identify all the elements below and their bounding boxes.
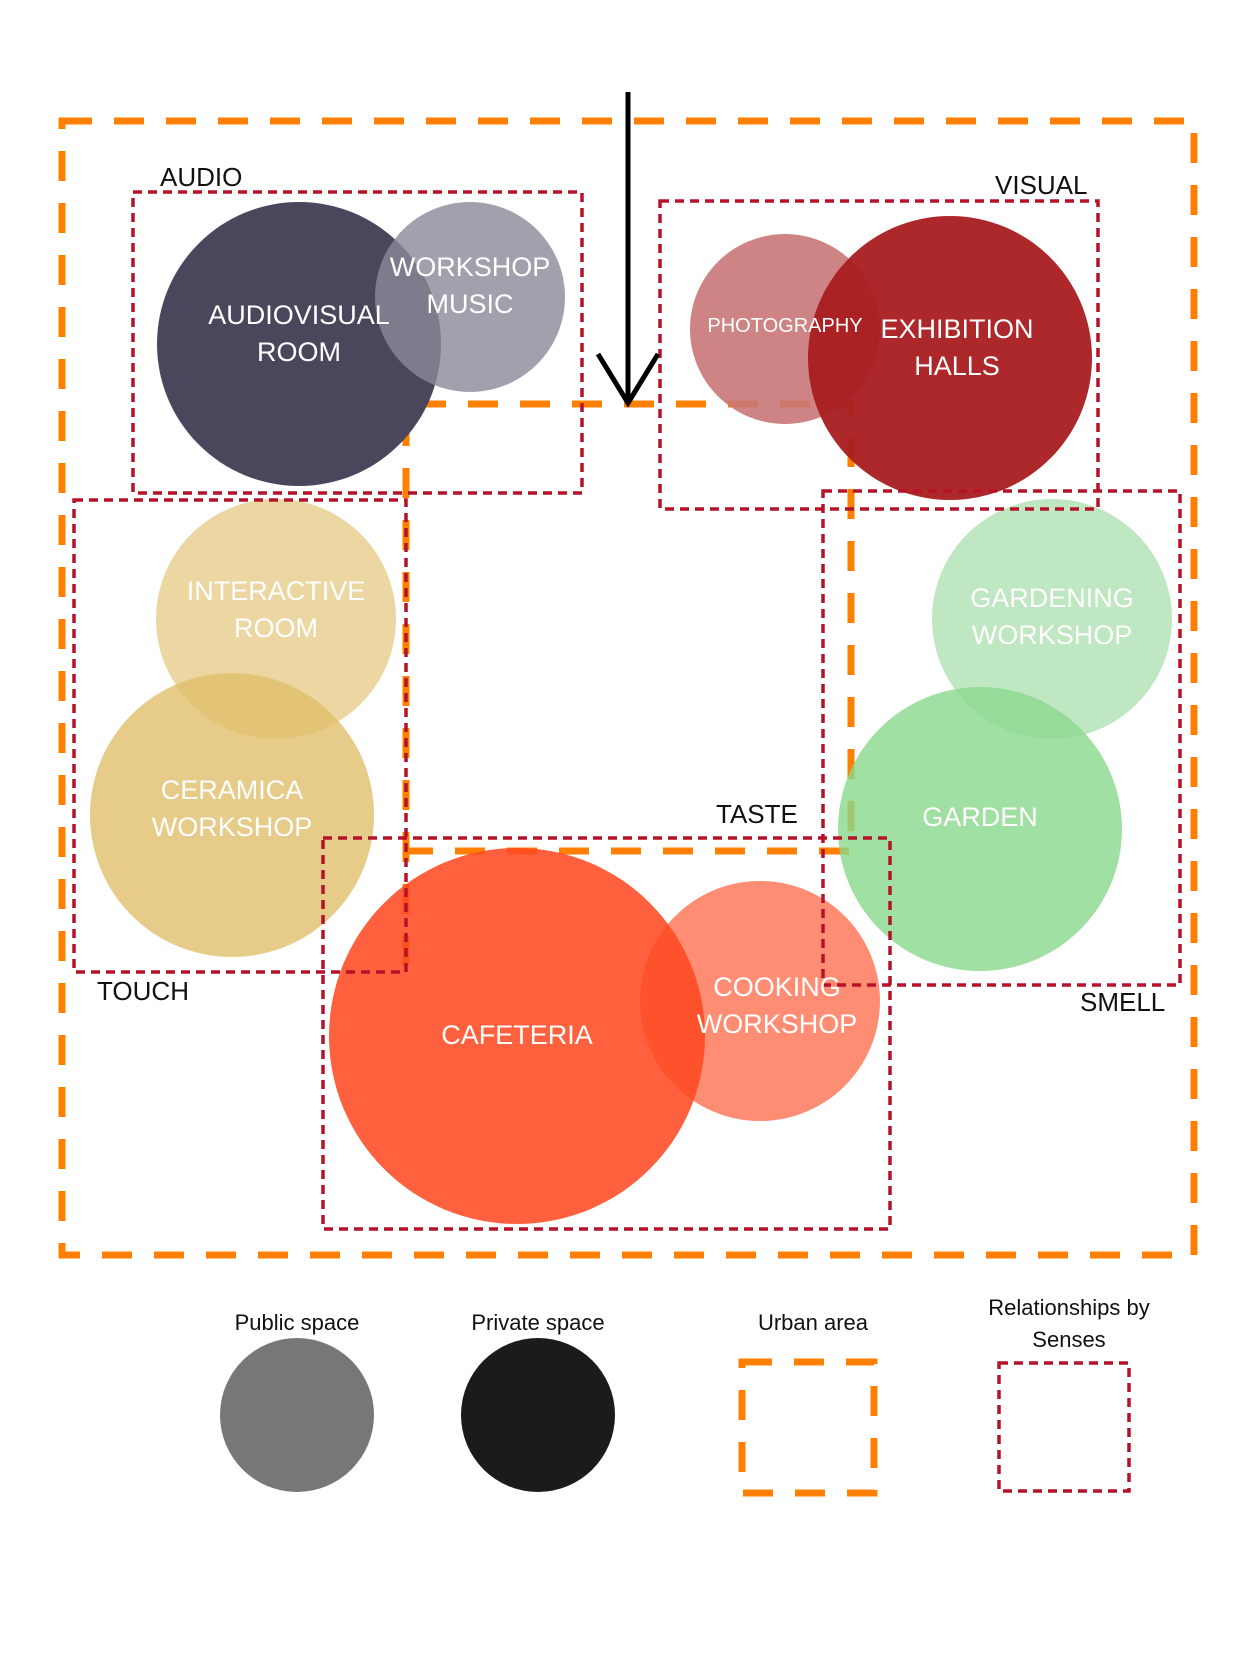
taste-label: TASTE xyxy=(716,799,798,829)
touch-label: TOUCH xyxy=(97,976,189,1006)
cafeteria-label: CAFETERIA xyxy=(441,1020,593,1050)
audio-label: AUDIO xyxy=(160,162,242,192)
workshop-music-circle xyxy=(375,202,565,392)
smell-box xyxy=(821,489,1182,987)
exhibition-halls-circle xyxy=(808,216,1092,500)
cafeteria-circle xyxy=(329,848,705,1224)
legend-urban-swatch xyxy=(738,1358,878,1497)
legend-public-swatch xyxy=(220,1338,374,1492)
touch-box xyxy=(72,498,408,974)
legend-public-label: Public space xyxy=(235,1310,360,1335)
smell-label: SMELL xyxy=(1080,987,1165,1017)
urban-area-outer xyxy=(58,117,1198,1259)
entrance-arrow-icon xyxy=(595,92,661,408)
garden-circle xyxy=(838,687,1122,971)
audiovisual-room xyxy=(157,202,441,486)
visual-box xyxy=(658,199,1100,511)
ceramica-workshop-circle xyxy=(90,673,374,957)
legend: Public space Private space Urban area Re… xyxy=(220,1295,1150,1497)
legend-private-swatch xyxy=(461,1338,615,1492)
photography-label: PHOTOGRAPHY xyxy=(707,315,862,337)
visual-label: VISUAL xyxy=(995,170,1088,200)
gardening-workshop-circle xyxy=(932,499,1172,739)
legend-private-label: Private space xyxy=(471,1310,604,1335)
garden-label: GARDEN xyxy=(922,802,1038,832)
legend-relationships-swatch xyxy=(997,1361,1131,1493)
legend-urban-label: Urban area xyxy=(758,1310,869,1335)
